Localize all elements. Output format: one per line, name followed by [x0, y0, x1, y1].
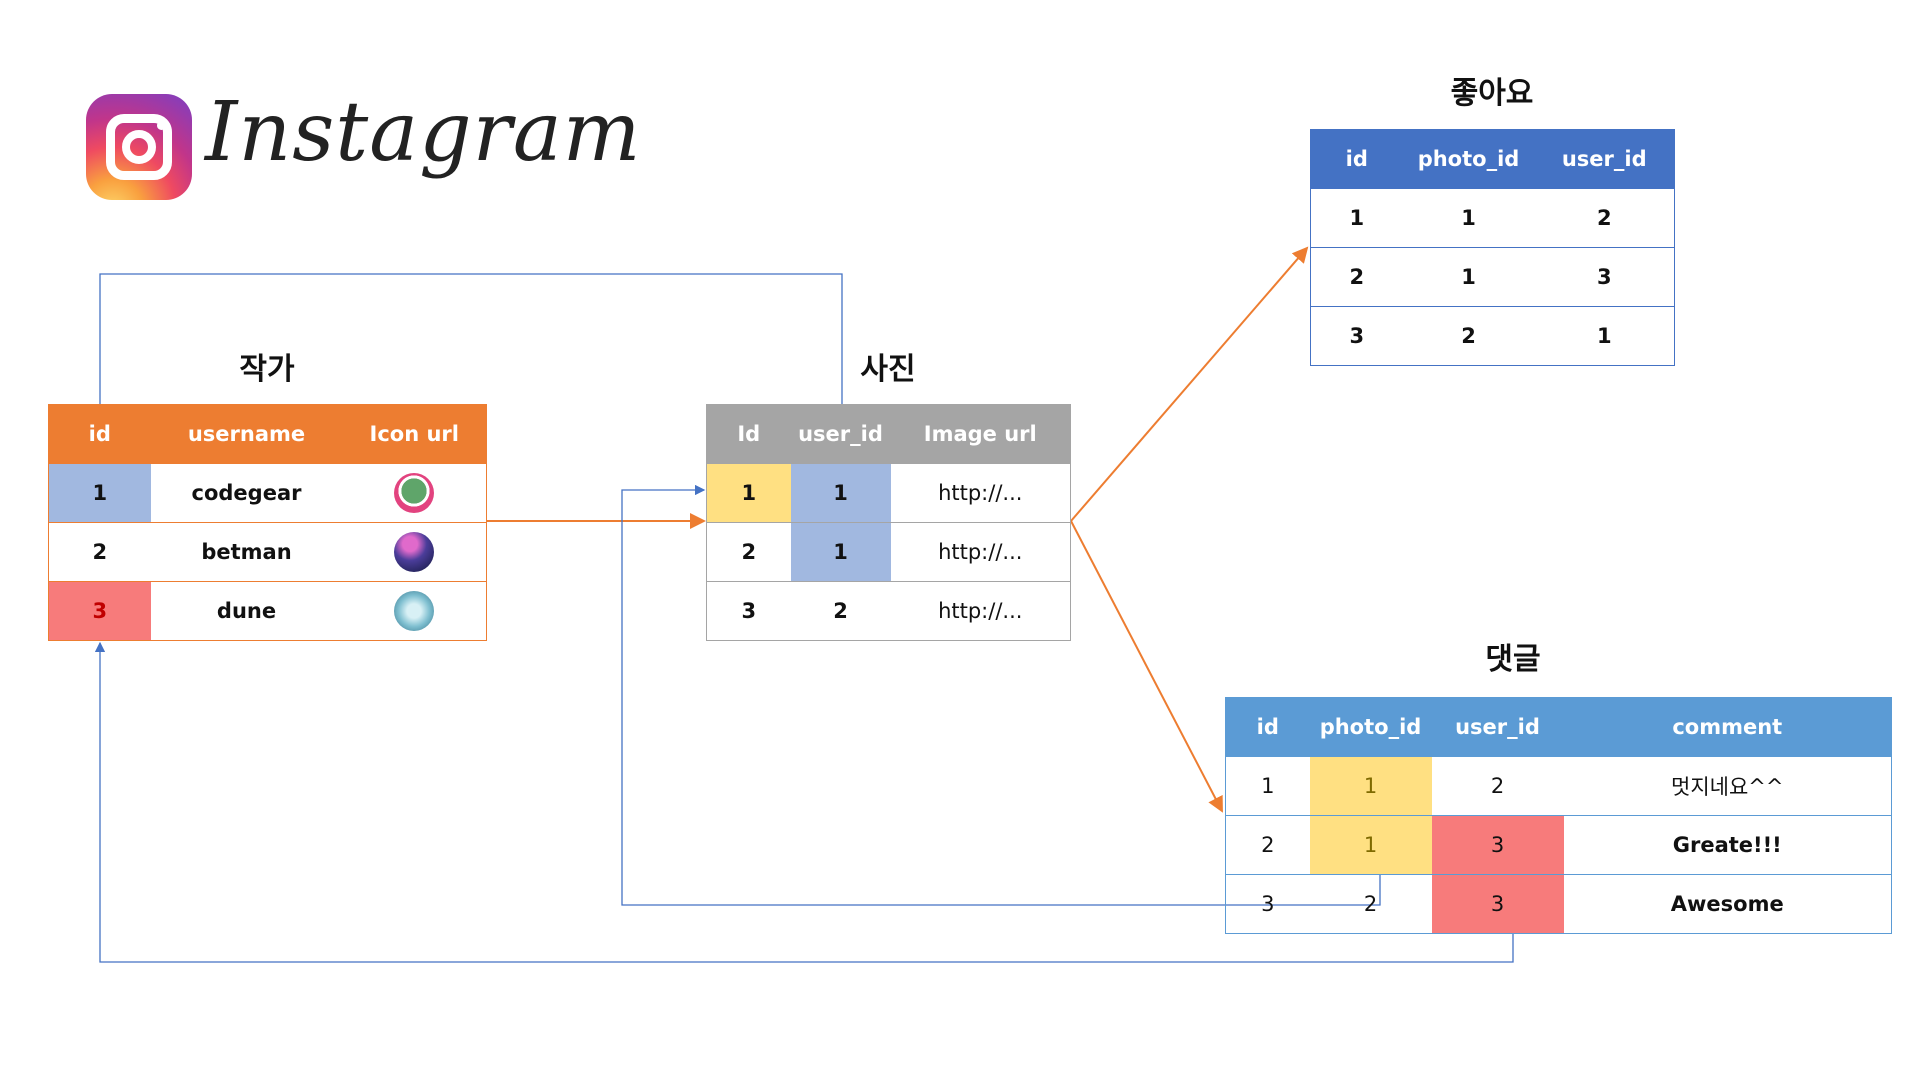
photo-table-title: 사진	[860, 352, 916, 387]
table-row: 1 1 2 멋지네요^^	[1225, 756, 1892, 816]
avatar-night-icon	[394, 532, 435, 572]
col-header-id: id	[1225, 697, 1310, 757]
table-row: 3 dune	[48, 581, 487, 641]
like-user-id-cell: 2	[1534, 188, 1675, 248]
photo-table: Id user_id Image url 1 1 http://... 2 1 …	[706, 404, 1071, 641]
table-row: 2 1 3 Greate!!!	[1225, 815, 1892, 875]
col-header-id: id	[1310, 129, 1403, 189]
col-header-user-id: user_id	[790, 404, 891, 464]
photo-user-id-cell: 1	[790, 522, 891, 582]
author-icon-cell	[342, 522, 487, 582]
table-row: 1 1 2	[1310, 188, 1675, 248]
comment-photo-id-cell: 1	[1309, 756, 1432, 816]
table-row: 2 betman	[48, 522, 487, 582]
like-id-cell: 2	[1310, 247, 1403, 307]
table-row: 3 2 1	[1310, 306, 1675, 366]
comment-user-id-cell: 3	[1431, 815, 1564, 875]
photo-url-cell: http://...	[890, 581, 1071, 641]
photo-id-cell: 3	[706, 581, 791, 641]
logo-camera-frame	[106, 114, 172, 180]
comment-id-cell: 2	[1225, 815, 1310, 875]
author-icon-cell	[342, 463, 487, 523]
comment-header-row: id photo_id user_id comment	[1225, 697, 1892, 757]
like-photo-id-cell: 2	[1402, 306, 1535, 366]
table-row: 1 1 http://...	[706, 463, 1071, 523]
like-photo-id-cell: 1	[1402, 247, 1535, 307]
col-header-comment: comment	[1563, 697, 1892, 757]
comment-id-cell: 1	[1225, 756, 1310, 816]
comment-text-cell: 멋지네요^^	[1563, 756, 1892, 816]
col-header-icon-url: Icon url	[342, 404, 487, 464]
logo-camera-lens	[122, 130, 156, 164]
photo-id-cell: 2	[706, 522, 791, 582]
avatar-fountain-icon	[394, 591, 435, 631]
author-header-row: id username Icon url	[48, 404, 487, 464]
table-row: 3 2 3 Awesome	[1225, 874, 1892, 934]
author-username-cell: codegear	[150, 463, 343, 523]
col-header-user-id: user_id	[1534, 129, 1675, 189]
comment-photo-id-cell: 2	[1309, 874, 1432, 934]
link-photo-to-like	[1070, 246, 1309, 522]
like-table: id photo_id user_id 1 1 2 2 1 3 3 2 1	[1310, 129, 1675, 366]
link-comment-user-to-author	[94, 641, 1514, 963]
col-header-username: username	[150, 404, 343, 464]
col-header-id: Id	[706, 404, 791, 464]
table-row: 1 codegear	[48, 463, 487, 523]
photo-user-id-cell: 2	[790, 581, 891, 641]
table-row: 2 1 http://...	[706, 522, 1071, 582]
col-header-image-url: Image url	[890, 404, 1071, 464]
comment-text-cell: Awesome	[1563, 874, 1892, 934]
link-photo-user-to-author	[94, 273, 843, 477]
photo-url-cell: http://...	[890, 522, 1071, 582]
col-header-photo-id: photo_id	[1309, 697, 1432, 757]
author-username-cell: betman	[150, 522, 343, 582]
link-photo-to-comment	[1070, 520, 1223, 813]
col-header-id: id	[48, 404, 151, 464]
author-id-cell: 2	[48, 522, 151, 582]
table-row: 2 1 3	[1310, 247, 1675, 307]
author-id-cell: 3	[48, 581, 151, 641]
like-table-title: 좋아요	[1450, 76, 1534, 111]
comment-user-id-cell: 2	[1431, 756, 1564, 816]
photo-user-id-cell: 1	[790, 463, 891, 523]
like-user-id-cell: 3	[1534, 247, 1675, 307]
comment-user-id-cell: 3	[1431, 874, 1564, 934]
comment-text-cell: Greate!!!	[1563, 815, 1892, 875]
author-username-cell: dune	[150, 581, 343, 641]
like-header-row: id photo_id user_id	[1310, 129, 1675, 189]
comment-table: id photo_id user_id comment 1 1 2 멋지네요^^…	[1225, 697, 1892, 934]
author-table: id username Icon url 1 codegear 2 betman…	[48, 404, 487, 641]
photo-header-row: Id user_id Image url	[706, 404, 1071, 464]
author-icon-cell	[342, 581, 487, 641]
instagram-logo-icon	[86, 94, 192, 200]
col-header-user-id: user_id	[1431, 697, 1564, 757]
avatar-tree-icon	[394, 473, 435, 513]
author-id-cell: 1	[48, 463, 151, 523]
table-row: 3 2 http://...	[706, 581, 1071, 641]
like-id-cell: 1	[1310, 188, 1403, 248]
comment-photo-id-cell: 1	[1309, 815, 1432, 875]
like-user-id-cell: 1	[1534, 306, 1675, 366]
comment-table-title: 댓글	[1485, 642, 1541, 677]
col-header-photo-id: photo_id	[1402, 129, 1535, 189]
brand-wordmark: Instagram	[205, 85, 642, 180]
photo-id-cell: 1	[706, 463, 791, 523]
logo-camera-flash	[157, 121, 166, 130]
like-photo-id-cell: 1	[1402, 188, 1535, 248]
comment-id-cell: 3	[1225, 874, 1310, 934]
like-id-cell: 3	[1310, 306, 1403, 366]
author-table-title: 작가	[239, 352, 295, 387]
photo-url-cell: http://...	[890, 463, 1071, 523]
